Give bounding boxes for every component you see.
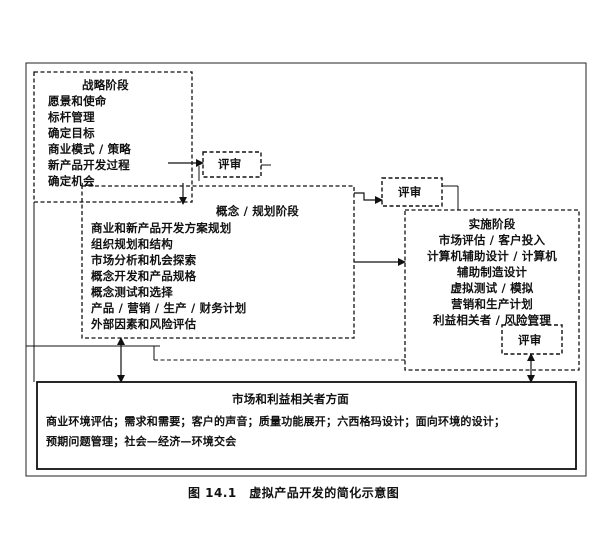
concept-items: 商业和新产品开发方案规划 组织规划和结构 市场分析和机会探索 概念开发和产品规格… [91,220,246,332]
implementation-item: 市场评估 / 客户投入 [438,233,546,247]
implementation-item: 利益相关者 / 风险管理 [432,313,552,327]
outer-frame [25,62,587,477]
market-box [36,381,577,470]
implementation-item: 营销和生产计划 [451,297,533,311]
market-line: 商业环境评估；需求和需要；客户的声音；质量功能展开；六西格玛设计；面向环境的设计… [46,415,506,428]
concept-item: 外部因素和风险评估 [91,317,197,331]
market-line: 预期问题管理；社会—经济—环境交会 [46,435,237,448]
strategy-item: 愿景和使命 [48,94,107,108]
implementation-item: 计算机辅助设计 / 计算机 [427,249,557,263]
review-label: 评审 [398,185,422,199]
strategy-box [33,71,193,203]
strategy-item: 新产品开发过程 [48,158,130,172]
implementation-title: 实施阶段 [468,217,516,231]
review-box-2 [381,177,443,207]
concept-item: 商业和新产品开发方案规划 [91,221,232,235]
review-label: 评审 [218,157,242,171]
strategy-items: 愿景和使命 标杆管理 确定目标 商业模式 / 策略 新产品开发过程 确定机会 [48,93,131,189]
concept-item: 产品 / 营销 / 生产 / 财务计划 [91,301,247,315]
implementation-block: 实施阶段 市场评估 / 客户投入 计算机辅助设计 / 计算机 辅助制造设计 虚拟… [405,216,579,328]
market-title: 市场和利益相关者方面 [232,392,349,406]
concept-item: 概念开发和产品规格 [91,269,197,283]
review-label: 评审 [518,333,542,347]
strategy-item: 确定目标 [48,126,95,140]
market-lines: 商业环境评估；需求和需要；客户的声音；质量功能展开；六西格玛设计；面向环境的设计… [46,412,505,452]
strategy-item: 商业模式 / 策略 [48,142,132,156]
strategy-title: 战略阶段 [82,78,129,92]
strategy-item: 标杆管理 [48,110,95,124]
strategy-item: 确定机会 [48,174,95,188]
implementation-item: 虚拟测试 / 模拟 [450,281,534,295]
concept-item: 组织规划和结构 [91,237,173,251]
figure-caption: 图 14.1 虚拟产品开发的简化示意图 [188,486,400,500]
implementation-box [404,209,580,371]
implementation-item: 辅助制造设计 [456,265,528,279]
connector-concept-review2 [354,192,383,204]
concept-item: 市场分析和机会探索 [91,253,197,267]
concept-title: 概念 / 规划阶段 [216,204,300,218]
concept-item: 概念测试和选择 [91,285,173,299]
